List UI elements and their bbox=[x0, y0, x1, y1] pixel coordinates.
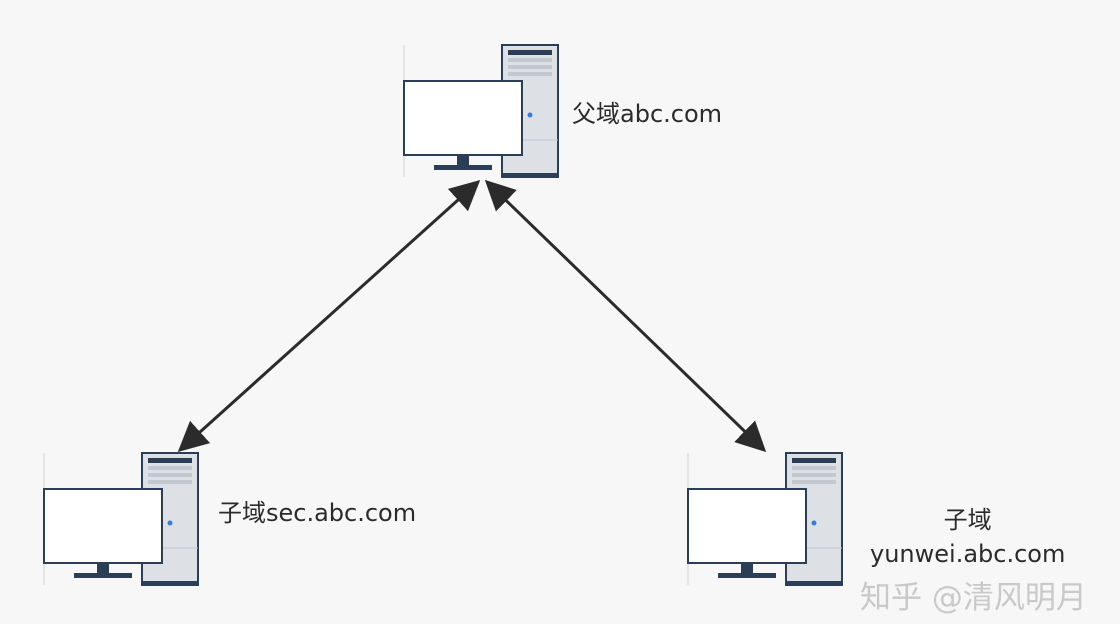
arrow-parent-child-sec bbox=[177, 179, 481, 453]
child-sec-computer-icon bbox=[43, 452, 199, 587]
child-yunwei-domain-label: 子域 yunwei.abc.com bbox=[870, 503, 1065, 571]
parent-domain-label: 父域abc.com bbox=[572, 100, 723, 128]
arrow-parent-child-yunwei bbox=[484, 179, 767, 453]
watermark: 知乎 @清风明月 bbox=[860, 580, 1087, 616]
child-yunwei-label-line2: yunwei.abc.com bbox=[870, 540, 1066, 568]
child-yunwei-computer-icon bbox=[687, 452, 843, 587]
parent-domain-computer-icon bbox=[403, 44, 559, 179]
child-sec-domain-label: 子域sec.abc.com bbox=[218, 499, 417, 527]
child-yunwei-label-line1: 子域 bbox=[943, 506, 992, 534]
